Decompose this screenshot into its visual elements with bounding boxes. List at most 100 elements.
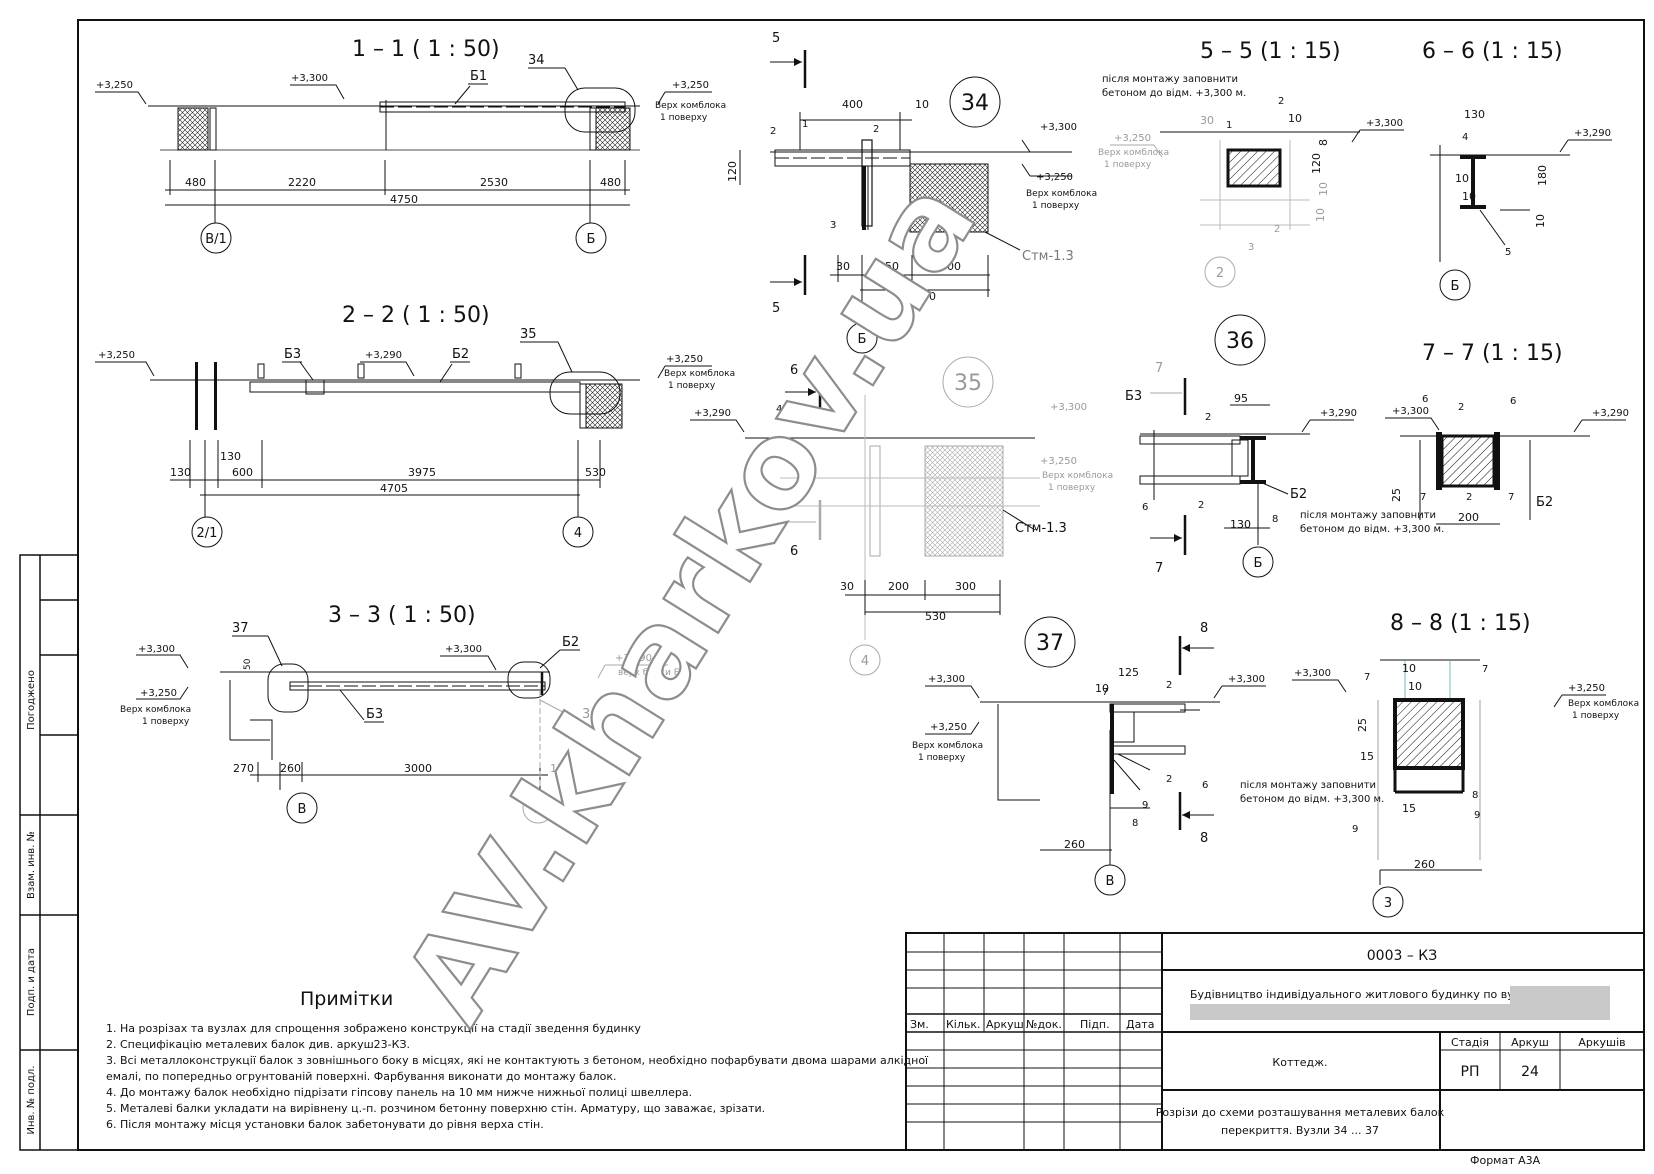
node-number: 37 (1036, 631, 1064, 656)
section-5-5-title: 5 – 5 (1 : 15) (1200, 39, 1341, 64)
note-item: 3. Всі металлоконструкції балок з зовніш… (106, 1054, 929, 1067)
node-ref-34: 34 (528, 53, 545, 68)
side-label-sign-date: Подп. и дата (26, 948, 37, 1016)
dim-text: 50 (243, 658, 253, 670)
part-mark: 9 (1474, 810, 1480, 821)
cut-mark: 5 (772, 31, 780, 46)
dim-text: 260 (1414, 858, 1435, 871)
level-label: +3,300 (291, 73, 328, 84)
sheet-label: Аркуш (1511, 1036, 1549, 1049)
level-label: +3,290 (1592, 408, 1629, 419)
notes-block: Примітки 1. На розрізах та вузлах для сп… (106, 988, 929, 1131)
section-8-8: 8 – 8 (1 : 15) +3,300 +3,250 Верх комбло… (1240, 611, 1639, 918)
dim-text: 25 (1356, 718, 1369, 732)
note-text: Верх комблока (1568, 699, 1639, 709)
watermark-logo: AV.kharkov.ua (377, 155, 1004, 1045)
axis-bubble: 2 (1216, 266, 1224, 281)
ref-label: Стм-1.3 (1022, 249, 1074, 264)
cut-mark: 6 (790, 544, 798, 559)
level-label: +3,290 (1574, 128, 1611, 139)
part-mark: 2 (770, 126, 776, 137)
dim-text: 150 (878, 260, 899, 273)
axis-bubble: Б (534, 802, 543, 817)
part-mark: 9 (1352, 824, 1358, 835)
note-text: 1 поверху (1104, 160, 1152, 170)
axis-bubble: 4 (861, 654, 869, 669)
sheet-title-line: Розрізи до схеми розташування металевих … (1156, 1106, 1445, 1119)
section-7-7-title: 7 – 7 (1 : 15) (1422, 341, 1563, 366)
level-label: +3,250 (666, 354, 703, 365)
beam-label: Б1 (470, 69, 487, 84)
dim-text: 2220 (288, 176, 316, 189)
level-label: +3,300 (138, 644, 175, 655)
note-item: 4. До монтажу балок необхідно підрізати … (106, 1086, 692, 1099)
tb-header: №док. (1026, 1018, 1062, 1031)
tb-header: Кільк. (946, 1018, 981, 1031)
dim-text: 200 (888, 580, 909, 593)
beam-label: Б3 (366, 707, 383, 722)
section-3-3: 3 – 3 ( 1 : 50) +3,300 +3,250 Верх комбл… (120, 603, 686, 824)
dim-text: 30 (840, 580, 854, 593)
level-label: +3,290 (365, 350, 402, 361)
section-3-3-title: 3 – 3 ( 1 : 50) (328, 603, 476, 628)
part-mark: 2 (1198, 500, 1204, 511)
redacted-address (1190, 1004, 1510, 1020)
axis-bubble: В/1 (205, 232, 227, 247)
note-text: бетоном до відм. +3,300 м. (1300, 523, 1444, 535)
node-ref-37: 37 (232, 621, 249, 636)
title-block (905, 932, 1645, 1151)
stage-label: Стадія (1451, 1036, 1489, 1049)
part-mark: 7 (1420, 492, 1426, 503)
level-label: +3,300 (1228, 674, 1265, 685)
part-mark: 6 (1202, 780, 1208, 791)
axis-bubble: В (1106, 874, 1115, 889)
level-label: +3,250 (140, 688, 177, 699)
beam-label: Б2 (562, 635, 579, 650)
cut-mark: 6 (790, 363, 798, 378)
cut-mark: 7 (1155, 561, 1163, 576)
section-1-1-title: 1 – 1 ( 1 : 50) (352, 37, 500, 62)
note-text: 1 поверху (668, 381, 716, 391)
dim-total: 4750 (390, 193, 418, 206)
axis-bubble: В (298, 802, 307, 817)
dim-text: 530 (585, 466, 606, 479)
stage-value: РП (1461, 1064, 1480, 1080)
cut-mark: 7 (1155, 361, 1163, 376)
level-label: +3,300 (1294, 668, 1331, 679)
dim-text: 10 (1408, 680, 1422, 693)
level-label: +3,300 (1366, 118, 1403, 129)
note-item: 5. Металеві балки укладати на вирівнену … (106, 1102, 765, 1115)
part-mark: 7 (1364, 672, 1370, 683)
dim-text: 120 (1310, 153, 1323, 174)
dim-text: 30 (836, 260, 850, 273)
part-mark: 7 (1508, 492, 1514, 503)
section-1-1: 1 – 1 ( 1 : 50) +3,250 +3,300 +3,250 Вер… (95, 37, 726, 254)
beam-label: Б2 (1290, 487, 1307, 502)
note-item: емалі, по попередньо огрунтованій поверх… (106, 1070, 617, 1083)
dim-text: 180 (1536, 165, 1549, 186)
dim-text: 15 (1360, 750, 1374, 763)
axis-bubble: Б (1451, 279, 1460, 294)
dim-text: 30 (1200, 114, 1214, 127)
node-number: 35 (954, 371, 982, 396)
section-6-6: 6 – 6 (1 : 15) +3,290 130 10 10 180 10 4… (1422, 39, 1612, 301)
note-item: 2. Специфікацію металевих балок див. арк… (106, 1038, 410, 1051)
dim-text: 130 (1230, 518, 1251, 531)
note-text: Верх комблока (120, 705, 191, 715)
dim-text: 10 (1534, 214, 1547, 228)
part-mark: 2 (1274, 224, 1280, 235)
dim-text: 130 (170, 466, 191, 479)
section-8-8-title: 8 – 8 (1 : 15) (1390, 611, 1531, 636)
part-mark: 7 (1482, 664, 1488, 675)
note-text: Верх комблока (912, 741, 983, 751)
tb-header: Зм. (910, 1018, 929, 1031)
dim-text: 300 (955, 580, 976, 593)
dim-text: 260 (1064, 838, 1085, 851)
section-7-7: 7 – 7 (1 : 15) +3,300 +3,290 6 2 6 7 2 7… (1300, 341, 1629, 535)
dim-text: 130 (220, 450, 241, 463)
level-label: +3,250 (1568, 683, 1605, 694)
level-label: +3,250 (1114, 133, 1151, 144)
level-label: +3,250 (1036, 172, 1073, 183)
node-36: 36 7 7 Б3 Б2 +3,290 95 130 2 2 6 8 Б (1125, 314, 1357, 578)
